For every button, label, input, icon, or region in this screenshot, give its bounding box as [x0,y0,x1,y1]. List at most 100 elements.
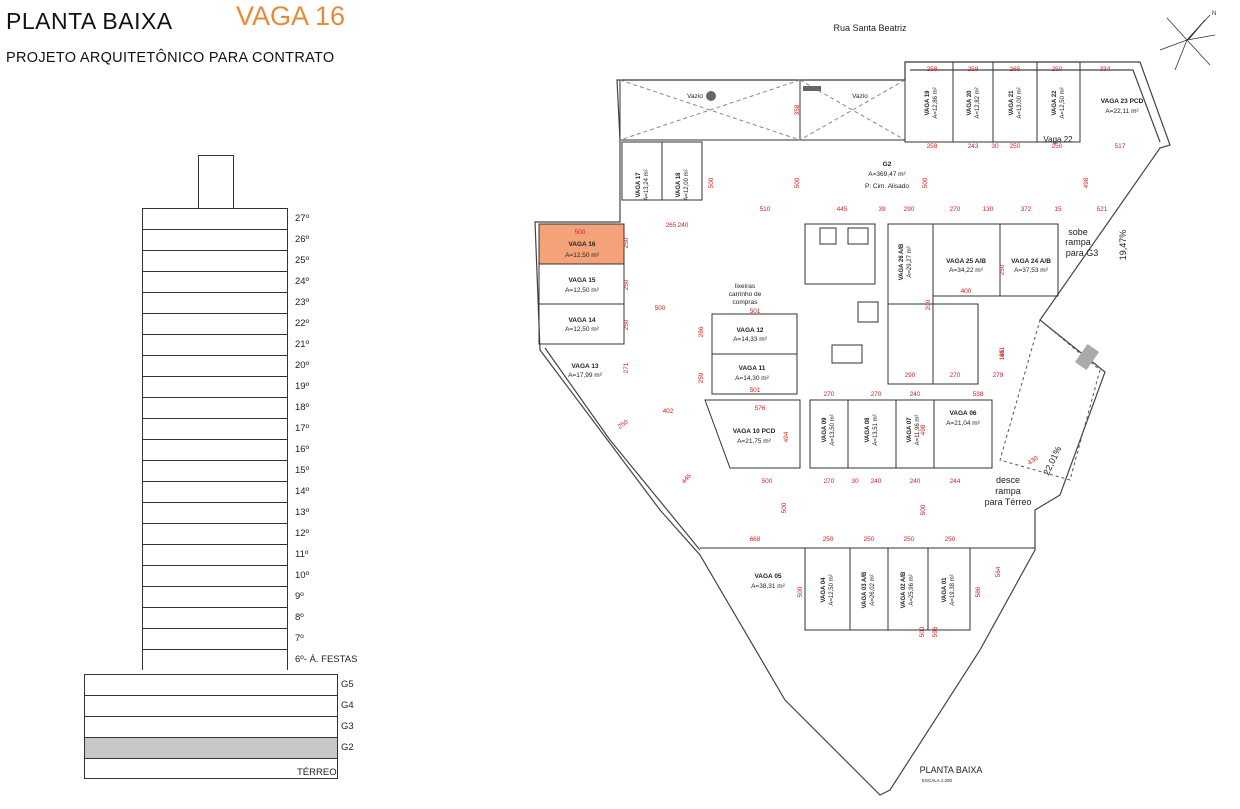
vaga-17-area: A=13,24 m² [644,169,650,200]
vaga-01-area: A=19,38 m² [950,574,956,605]
floor-label: 19º [295,381,310,392]
dimension-label: 500 [708,177,715,188]
page-subtitle: PROJETO ARQUITETÔNICO PARA CONTRATO [6,50,335,66]
vaga-26-area: A=29,27 m² [907,246,913,277]
floor-row [142,439,288,460]
dimension-label: 270 [824,391,835,398]
ramp-up-line-1: sobe [1068,227,1088,237]
dimension-label: 200 [925,299,932,310]
dimension-label: 498 [1083,177,1090,188]
hall-name: G2 [883,161,892,168]
dimension-label: 270 [824,478,835,485]
dimension-label: 243 [968,143,979,150]
ramp-labels: sobe rampa para G3 desce rampa para Térr… [985,227,1128,507]
shop-line-3: compras [733,299,759,306]
podium-floor-row [84,737,338,758]
vaga-22-name: VAGA 22 [1052,90,1058,116]
vaga-22-area: A=12,50 m² [1060,87,1066,118]
dimension-label: 15 [1054,206,1062,213]
dimension-label: 250 [1052,143,1063,150]
floor-label: 20º [295,360,310,371]
vaga-21-name: VAGA 21 [1009,90,1015,116]
vaga-26-name: VAGA 26 A/B [899,243,905,280]
vaga-17-name: VAGA 17 [636,172,642,198]
vaga-03-name: VAGA 03 A/B [862,571,868,608]
dimension-label: 500 [919,626,926,637]
vaga-25-name: VAGA 25 A/B [946,258,986,265]
dimension-label: 596 [932,626,939,637]
dimension-label: 501 [750,387,761,394]
dimension-label: 500 [781,502,788,513]
dimension-label: 500 [922,177,929,188]
vaga-06-area: A=21,04 m² [946,420,981,427]
floor-row [142,565,288,586]
podium-floor-row [84,716,338,737]
vaga-11-name: VAGA 11 [739,365,766,372]
podium-floor-label: TÉRREO [297,767,337,778]
page-title: PLANTA BAIXA [6,8,173,34]
vaga-19-area: A=12,86 m² [933,87,939,118]
dimension-label: 259 [698,372,705,383]
dimension-label: 250 [945,536,956,543]
podium-floor-label: G5 [341,679,354,690]
dimension-label: 334 [1100,66,1111,73]
floor-label: 16º [295,444,310,455]
podium-floor-row [84,695,338,716]
podium-floor-label: G2 [341,742,354,753]
vaga-05-area: A=38,31 m² [751,583,786,590]
floor-label: 13º [295,507,310,518]
vaga-16-area: A=12,50 m² [565,252,600,259]
vaga-18-area: A=12,00 m² [684,169,690,200]
dimension-label: 250 [1010,143,1021,150]
floor-label: 24º [295,276,310,287]
floor-label: 9º [295,591,304,602]
vaga-21-area: A=13,00 m² [1017,87,1023,118]
floor-label: 14º [295,486,310,497]
dimension-label: 510 [760,206,771,213]
vaga-14-area: A=12,50 m² [565,326,600,333]
vaga-20-name: VAGA 20 [967,90,973,116]
floor-row [142,418,288,439]
vaga-02-area: A=25,96 m² [909,574,915,605]
vazio-left: Vazio [687,93,703,100]
dimension-label: 402 [663,408,674,415]
vaga-10-name: VAGA 10 PCD [733,428,776,435]
dimension-label: 250 [623,279,630,290]
vaga-01-name: VAGA 01 [942,577,948,603]
floor-label: 17º [295,423,310,434]
dimension-label: 250 [617,419,630,431]
floor-label: 25º [295,255,310,266]
dimension-label: 270 [950,206,961,213]
dimension-label: 265 [1010,66,1021,73]
floor-label: 18º [295,402,310,413]
dimension-label: 358 [794,104,801,115]
slope-down: 22,01% [1041,445,1063,477]
street-name: Rua Santa Beatriz [833,23,907,33]
dimension-label: 521 [1097,206,1108,213]
podium-floor-row [84,758,338,779]
dimension-label: 39 [878,206,886,213]
floor-label: 27º [295,213,310,224]
floor-label: 8º [295,612,304,623]
hall-area: A=369,47 m² [868,171,906,178]
north-arrow-icon: N [1159,11,1216,71]
building-outline [534,61,1171,796]
vaga-03-area: A=26,02 m² [870,574,876,605]
vaga-08-name: VAGA 08 [865,417,871,443]
dimension-label: 250 [999,264,1006,275]
dimension-label: 564 [995,566,1002,577]
vaga-22-extra: Vaga 22 [1043,135,1073,144]
floor-row [142,376,288,397]
floor-label: 11º [295,549,309,560]
dimension-label: 185 [999,349,1006,360]
dimension-label: 538 [973,391,984,398]
dimension-label: 240 [678,222,689,229]
dimension-label: 250 [1052,66,1063,73]
vaga-15-area: A=12,50 m² [565,287,600,294]
podium-floor-label: G3 [341,721,354,732]
floor-row [142,271,288,292]
ramp-down-line-3: para Térreo [985,497,1032,507]
floor-row [142,607,288,628]
vaga-04-name: VAGA 04 [821,577,827,603]
